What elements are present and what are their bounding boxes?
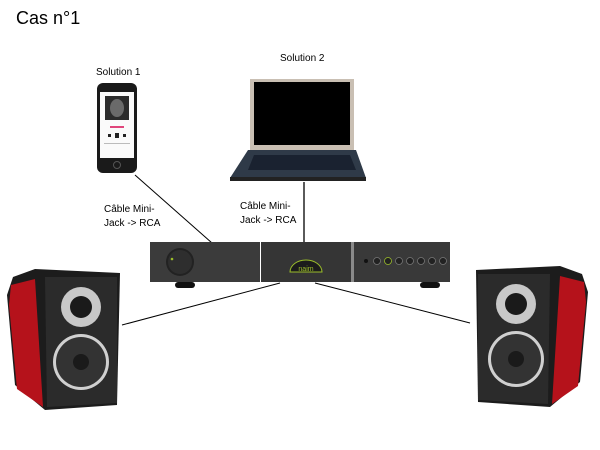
smartphone-icon <box>97 83 137 173</box>
wire-phone-amp <box>134 174 213 244</box>
speaker-right-icon <box>476 266 588 407</box>
amp-brand-logo: naim <box>298 266 313 273</box>
cable-label-2-line1: Câble Mini- <box>240 201 291 212</box>
page-title: Cas n°1 <box>16 8 81 28</box>
cable-label-1: Câble Mini- Jack -> RCA <box>104 203 160 231</box>
solution-1-caption: Solution 1 <box>96 67 141 78</box>
wire-amp-left-speaker <box>121 282 281 326</box>
cable-label-1-line1: Câble Mini- <box>104 204 155 215</box>
wire-amp-right-speaker <box>314 282 471 324</box>
cable-label-1-line2: Jack -> RCA <box>104 218 161 229</box>
cable-label-2-line2: Jack -> RCA <box>240 215 297 226</box>
solution-2-caption: Solution 2 <box>280 53 325 64</box>
speaker-left-icon <box>7 269 120 410</box>
cable-label-2: Câble Mini- Jack -> RCA <box>240 200 296 228</box>
laptop-icon <box>230 79 366 181</box>
amplifier-icon: naim <box>150 242 450 288</box>
